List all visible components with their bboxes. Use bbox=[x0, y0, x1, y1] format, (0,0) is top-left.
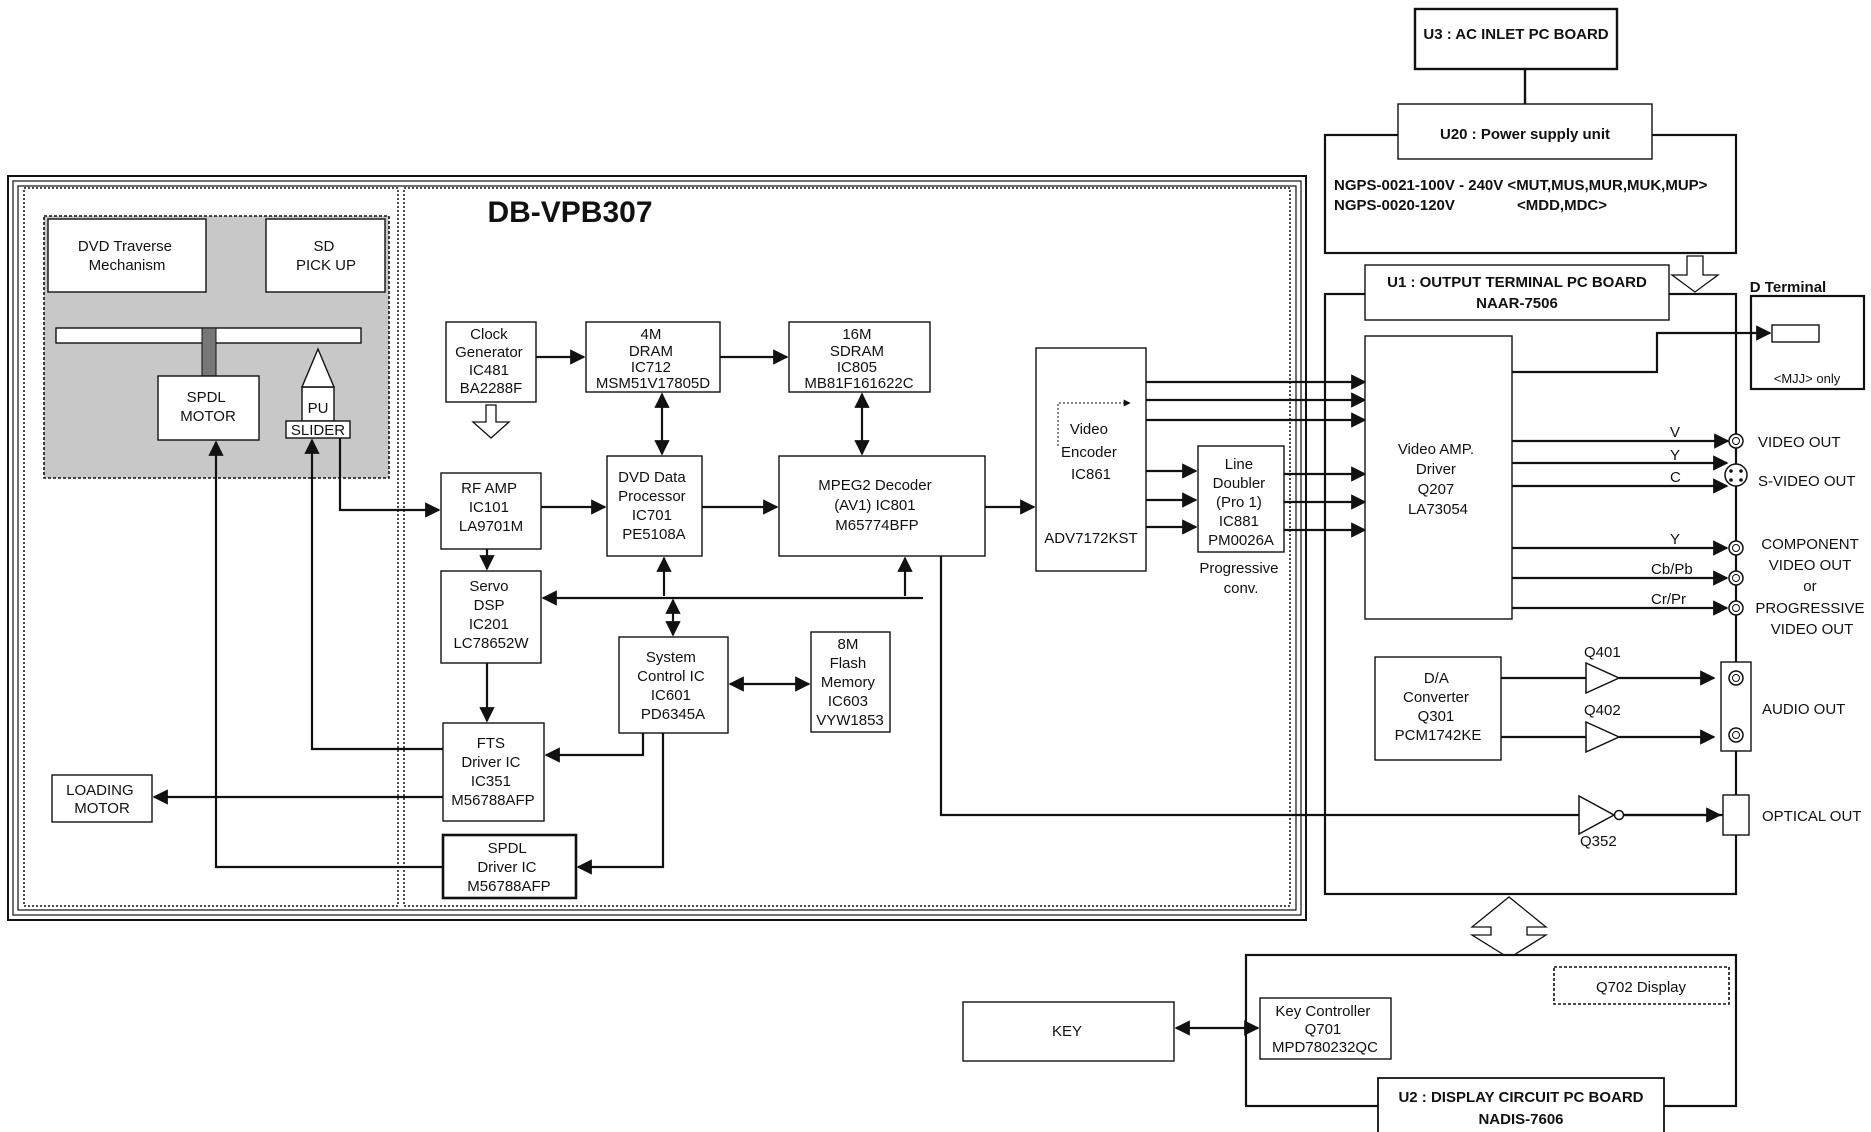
key-controller-block bbox=[1259, 997, 1392, 1060]
spdl-motor-label: SPDL MOTOR bbox=[180, 389, 236, 425]
key-block bbox=[962, 1001, 1175, 1062]
flash-memory-block bbox=[810, 631, 891, 733]
display-board-part: NADIS-7606 bbox=[1478, 1111, 1563, 1128]
ac-inlet-label: U3 : AC INLET PC BOARD bbox=[1423, 26, 1608, 43]
fts-driver-label: FTS Driver IC IC351 M56788AFP bbox=[451, 735, 534, 809]
optical-out-label: OPTICAL OUT bbox=[1762, 808, 1861, 825]
video-amp-block bbox=[1364, 335, 1513, 620]
psu-model-line2-region: <MDD,MDC> bbox=[1517, 197, 1607, 214]
svideo-out-label: S-VIDEO OUT bbox=[1758, 473, 1856, 490]
video-output-lines bbox=[1512, 433, 1730, 616]
psu-model-line1: NGPS-0021-100V - 240V <MUT,MUS,MUR,MUK,M… bbox=[1334, 177, 1708, 194]
system-control-label: System Control IC IC601 PD6345A bbox=[637, 649, 709, 723]
power-supply-unit bbox=[1397, 103, 1653, 160]
key-label: KEY bbox=[1052, 1023, 1082, 1040]
mjj-only-label: <MJJ> only bbox=[1774, 371, 1841, 386]
system-control-block bbox=[618, 636, 729, 734]
clock-generator-block bbox=[445, 321, 537, 403]
video-out-label: VIDEO OUT bbox=[1758, 434, 1841, 451]
loading-motor-block bbox=[51, 774, 153, 823]
video-encoder-block bbox=[1035, 347, 1147, 572]
servo-dsp-label: Servo DSP IC201 LC78652W bbox=[453, 578, 529, 652]
traverse-mechanism-area bbox=[43, 215, 390, 479]
fts-driver-block bbox=[442, 722, 545, 822]
rf-amp-label: RF AMP IC101 LA9701M bbox=[459, 480, 523, 535]
board-link-arrow bbox=[1469, 896, 1549, 959]
dvd-data-processor-block bbox=[606, 455, 703, 557]
q702-display-block bbox=[1553, 966, 1730, 1005]
main-board-frame bbox=[7, 175, 1307, 921]
flash-memory-label: 8M Flash Memory IC603 VYW1853 bbox=[816, 636, 884, 729]
clock-output-arrow bbox=[471, 404, 511, 439]
ac-inlet-board bbox=[1413, 7, 1619, 71]
power-arrow bbox=[1670, 255, 1720, 293]
d-terminal-connector bbox=[1771, 324, 1820, 343]
audio-out-label: AUDIO OUT bbox=[1762, 701, 1845, 718]
slider-label: SLIDER bbox=[291, 422, 345, 439]
dvd-data-processor-label: DVD Data Processor IC701 PE5108A bbox=[618, 469, 690, 543]
internal-connections bbox=[152, 349, 1737, 875]
video-amp-label: Video AMP. Driver Q207 LA73054 bbox=[1398, 441, 1478, 518]
display-board-label: U2 : DISPLAY CIRCUIT PC BOARD bbox=[1398, 1089, 1643, 1106]
board-title: DB-VPB307 bbox=[487, 196, 652, 229]
q401-label: Q401 bbox=[1584, 644, 1621, 661]
video-encoder-part: ADV7172KST bbox=[1044, 530, 1137, 547]
progressive-conv-label: Progressive conv. bbox=[1199, 560, 1282, 597]
pu-label: PU bbox=[308, 400, 329, 417]
optical-path bbox=[1578, 794, 1750, 836]
loading-motor-label: LOADING MOTOR bbox=[66, 782, 138, 817]
sdram-label: 16M SDRAM IC805 MB81F161622C bbox=[804, 326, 913, 392]
key-controller-label: Key Controller Q701 MPD780232QC bbox=[1272, 1003, 1378, 1056]
line-doubler-label: Line Doubler (Pro 1) IC881 PM0026A bbox=[1208, 456, 1274, 549]
signal-cr-pr: Cr/Pr bbox=[1651, 591, 1686, 608]
signal-cb-pb: Cb/Pb bbox=[1651, 561, 1693, 578]
signal-c: C bbox=[1670, 469, 1681, 486]
da-converter-label: D/A Converter Q301 PCM1742KE bbox=[1395, 670, 1482, 744]
output-jacks bbox=[1724, 433, 1748, 616]
d-terminal-label: D Terminal bbox=[1750, 279, 1826, 296]
component-out-label: COMPONENT VIDEO OUT or PROGRESSIVE VIDEO… bbox=[1755, 536, 1868, 638]
mpeg2-decoder-block bbox=[778, 455, 986, 557]
psu-model-line2: NGPS-0020-120V bbox=[1334, 197, 1455, 214]
da-converter-block bbox=[1374, 656, 1502, 761]
q352-label: Q352 bbox=[1580, 833, 1617, 850]
output-board-part: NAAR-7506 bbox=[1476, 295, 1558, 312]
line-doubler-block bbox=[1197, 445, 1285, 553]
power-supply-label: U20 : Power supply unit bbox=[1440, 126, 1610, 143]
rf-amp-block bbox=[440, 472, 542, 550]
output-board-header bbox=[1364, 264, 1670, 321]
signal-y-component: Y bbox=[1670, 531, 1680, 548]
signal-v: V bbox=[1670, 424, 1680, 441]
mpeg2-decoder-label: MPEG2 Decoder (AV1) IC801 M65774BFP bbox=[818, 477, 936, 534]
output-board-label: U1 : OUTPUT TERMINAL PC BOARD bbox=[1387, 274, 1647, 291]
display-board-header bbox=[1377, 1077, 1665, 1132]
signal-y-svideo: Y bbox=[1670, 447, 1680, 464]
sdram-block bbox=[788, 321, 931, 393]
q702-display-label: Q702 Display bbox=[1596, 979, 1687, 996]
dvd-traverse-label: DVD Traverse Mechanism bbox=[78, 238, 176, 274]
spdl-driver-label: SPDL Driver IC M56788AFP bbox=[467, 840, 550, 895]
sd-pickup-label: SD PICK UP bbox=[296, 238, 356, 274]
audio-path bbox=[1501, 661, 1752, 754]
servo-dsp-block bbox=[440, 570, 542, 664]
clock-generator-label: Clock Generator IC481 BA2288F bbox=[455, 326, 527, 397]
dram-block bbox=[585, 321, 721, 393]
video-encoder-label: Video Encoder IC861 bbox=[1061, 421, 1121, 483]
dram-label: 4M DRAM IC712 MSM51V17805D bbox=[596, 326, 710, 392]
q402-label: Q402 bbox=[1584, 702, 1621, 719]
